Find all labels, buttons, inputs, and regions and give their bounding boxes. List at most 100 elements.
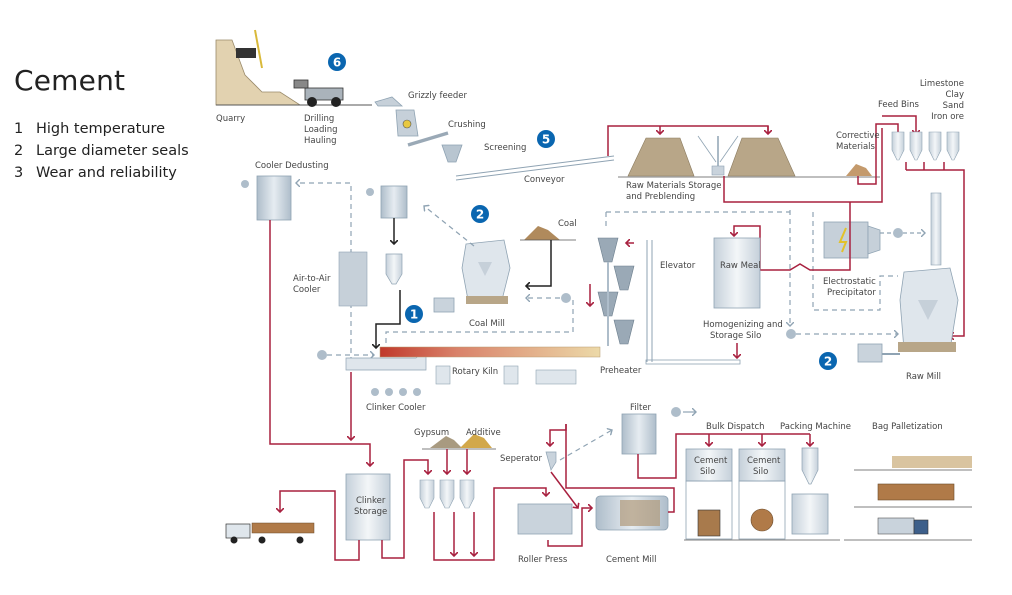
gypsum-pile (430, 436, 462, 448)
svg-text:1: 1 (410, 308, 418, 322)
label-corrective-1: Corrective (836, 131, 880, 141)
additive-bins (419, 479, 475, 509)
coal-flow-line (526, 240, 552, 286)
flow-line (280, 490, 360, 561)
quarry (215, 29, 372, 107)
badge-raw-mill: 2 (819, 352, 837, 370)
gas-flow-line (812, 212, 898, 311)
label-crushing: Crushing (448, 120, 486, 130)
label-electrostatic-2: Precipitator (827, 288, 876, 298)
badge-quarry: 6 (328, 53, 346, 71)
label-additive: Additive (466, 428, 501, 438)
label-raw-mill: Raw Mill (906, 372, 941, 382)
legend-label: High temperature (36, 121, 166, 137)
svg-text:2: 2 (476, 208, 484, 222)
label-air-cooler-2: Cooler (293, 285, 321, 295)
loader-truck-icon (293, 79, 344, 107)
raw-meal-conveyor (645, 359, 741, 365)
svg-text:6: 6 (333, 56, 341, 70)
flow-line (723, 128, 883, 203)
label-bag-palletization: Bag Palletization (872, 422, 943, 432)
rotary-kiln (345, 346, 601, 385)
label-cooler-dedusting: Cooler Dedusting (255, 161, 329, 171)
cement-silo-1 (685, 448, 733, 540)
fan-icon (786, 329, 796, 339)
label-drilling: Drilling (304, 114, 334, 124)
flow-line (857, 123, 899, 185)
svg-text:5: 5 (542, 133, 550, 147)
crusher-gear-icon (402, 119, 412, 129)
label-rotary-kiln: Rotary Kiln (452, 367, 498, 377)
flow-line (565, 424, 675, 513)
coal-bin (385, 253, 403, 285)
clinker-storage (345, 473, 391, 541)
truck-icon (697, 509, 721, 537)
corrective-pile (846, 164, 872, 176)
label-filter: Filter (630, 403, 652, 413)
label-cement-silo-2a: Cement (747, 456, 781, 466)
conveyor (455, 155, 615, 181)
label-hauling: Hauling (304, 136, 337, 146)
label-cement-silo-1b: Silo (700, 467, 715, 477)
gas-flow-line (559, 430, 612, 461)
cement-filter (621, 413, 657, 455)
roller-press (517, 503, 573, 535)
flow-line (547, 508, 592, 547)
badge-kiln: 1 (405, 305, 423, 323)
label-conveyor: Conveyor (524, 175, 565, 185)
label-electrostatic-1: Electrostatic (823, 277, 876, 287)
label-cement-silo-2b: Silo (753, 467, 768, 477)
flow-line (734, 202, 851, 271)
lightning-icon (838, 227, 848, 253)
screen-hopper (441, 144, 463, 163)
label-loading: Loading (304, 125, 338, 135)
label-seperator: Seperator (500, 454, 542, 464)
stacker-reclaimer (697, 135, 739, 176)
gas-flow-line (385, 300, 574, 344)
flow-arrow (882, 115, 916, 134)
flow-line (381, 459, 428, 559)
badge-screening: 5 (537, 130, 555, 148)
drill-rig-icon (236, 48, 256, 58)
label-bulk-dispatch: Bulk Dispatch (706, 422, 765, 432)
legend-number: 3 (14, 165, 24, 181)
label-sand: Sand (943, 101, 964, 111)
legend-label: Wear and reliability (36, 165, 177, 181)
label-feed-bins: Feed Bins (878, 100, 920, 110)
label-air-cooler-1: Air-to-Air (293, 274, 331, 284)
preheater (597, 237, 635, 346)
label-cement-silo-1a: Cement (694, 456, 728, 466)
gas-flow-line (424, 206, 475, 247)
rail-car-icon (877, 483, 955, 501)
cooler-dedusting-filter (241, 175, 292, 221)
coal-mill-filter (366, 185, 408, 219)
raw-pile-2 (727, 137, 796, 177)
label-preheater: Preheater (600, 366, 642, 376)
air-to-air-cooler (338, 251, 368, 307)
legend-number: 1 (14, 121, 24, 137)
label-corrective-2: Materials (836, 142, 876, 152)
clinker-cooler-fans (371, 388, 421, 396)
grizzly-feeder (374, 96, 463, 163)
flow-arrow (550, 424, 567, 446)
delivery-truck-icon (877, 517, 915, 535)
raw-mill (857, 267, 959, 363)
badge-coal-mill: 2 (471, 205, 489, 223)
raw-meal-silo (713, 237, 761, 309)
svg-text:2: 2 (824, 355, 832, 369)
truck-icon (225, 522, 315, 544)
fan-icon (317, 350, 327, 360)
label-clinker-cooler: Clinker Cooler (366, 403, 426, 413)
feed-bins (891, 131, 960, 161)
flow-line (906, 169, 965, 336)
additive-pile (460, 434, 492, 448)
fan-icon (561, 293, 571, 303)
pallet-stack (892, 456, 972, 468)
cement-mill (595, 495, 669, 531)
label-raw-storage-2: and Preblending (626, 192, 695, 202)
coal-pile (524, 226, 560, 240)
bag-palletization (844, 456, 972, 541)
label-clay: Clay (945, 90, 964, 100)
coal-mill (433, 239, 511, 313)
